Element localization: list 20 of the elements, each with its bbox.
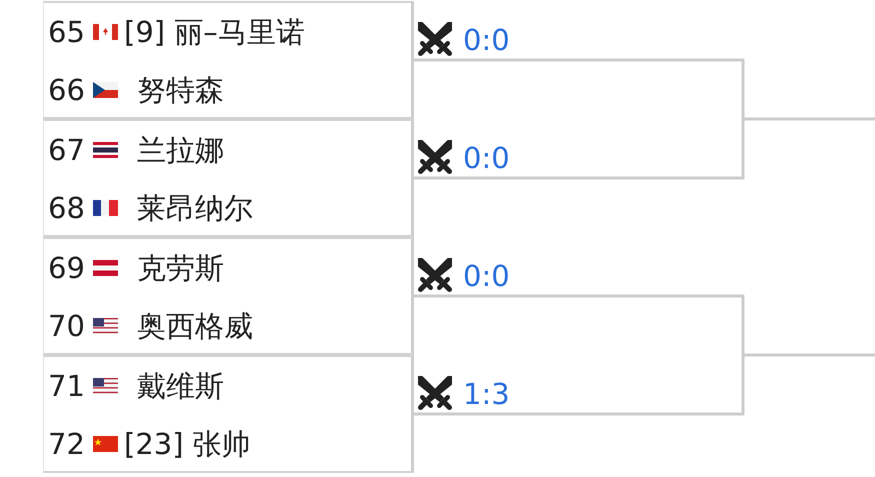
player-name: 莱昂纳尔 [137, 191, 253, 225]
draw-number: 69 [48, 251, 85, 285]
draw-number: 66 [48, 73, 85, 107]
player-name: [9] 丽–马里诺 [124, 15, 305, 49]
match-card [43, 355, 414, 473]
match-card [43, 237, 414, 355]
draw-number: 70 [48, 309, 85, 343]
match-card [43, 1, 414, 119]
draw-number: 72 [48, 427, 85, 461]
draw-number: 67 [48, 133, 85, 167]
draw-number: 68 [48, 191, 85, 225]
draw-number: 71 [48, 369, 85, 403]
player-name: 奥西格威 [137, 309, 253, 343]
player-name: 戴维斯 [137, 369, 224, 403]
player-name: [23] 张帅 [124, 427, 251, 461]
player-name: 努特森 [137, 73, 224, 107]
match-card [43, 119, 414, 237]
player-name: 克劳斯 [137, 251, 224, 285]
draw-number: 65 [48, 15, 85, 49]
player-name: 兰拉娜 [137, 133, 224, 167]
